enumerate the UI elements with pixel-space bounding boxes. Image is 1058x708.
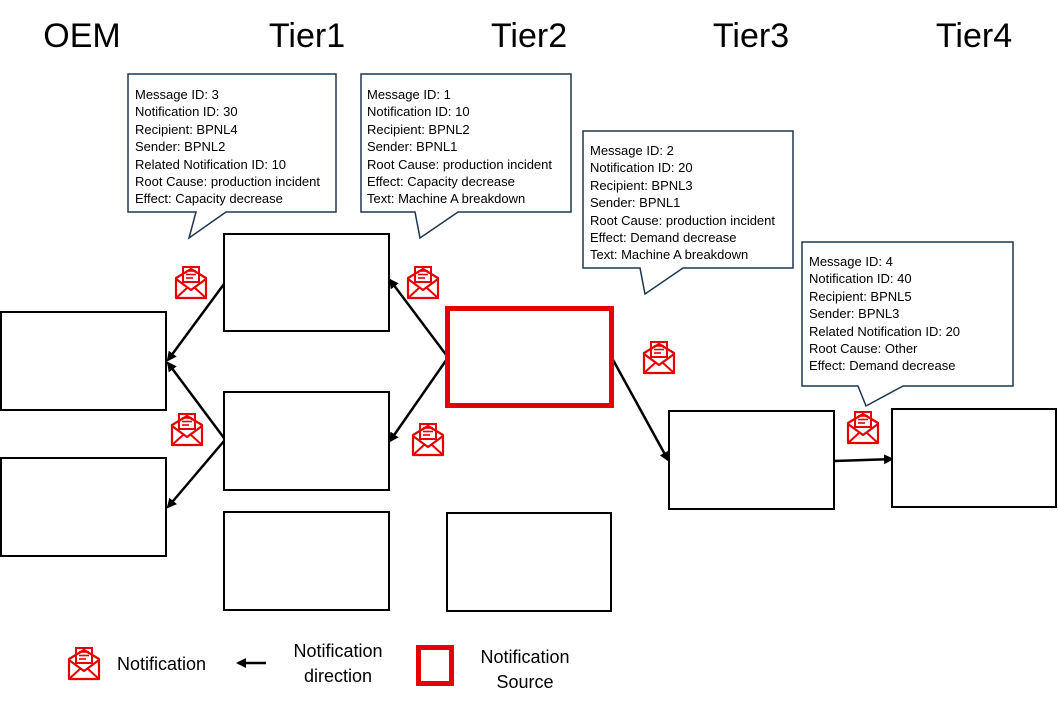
node-tier1-3 — [223, 511, 390, 611]
callout-line: Related Notification ID: 10 — [135, 156, 287, 172]
callout-line: Recipient: BPNL2 — [367, 121, 470, 137]
callout-message-2: Message ID: 2 Notification ID: 20 Recipi… — [590, 142, 775, 264]
callout-line: Recipient: BPNL5 — [809, 288, 912, 304]
callout-line: Effect: Capacity decrease — [367, 173, 515, 189]
legend-source-box — [416, 645, 454, 686]
callout-line: Root Cause: production incident — [135, 173, 321, 189]
callout-line: Effect: Capacity decrease — [135, 191, 283, 207]
callout-line: Root Cause: Other — [809, 340, 918, 356]
callout-line: Effect: Demand decrease — [809, 358, 956, 374]
tier-header-tier1: Tier1 — [268, 17, 346, 55]
node-tier2-2 — [446, 512, 612, 612]
legend-direction-label: Notification direction — [284, 639, 392, 689]
node-oem-2 — [0, 457, 167, 557]
notification-icon-oem-top — [174, 265, 208, 300]
arrow-tier3-to-tier4 — [834, 454, 894, 465]
arrow-tier2-to-tier1b — [388, 358, 449, 443]
notification-icon-tier1-bottom — [411, 422, 445, 457]
callout-line: Text: Machine A breakdown — [590, 247, 749, 263]
callout-line: Root Cause: production incident — [590, 212, 776, 228]
arrow-tier2-to-tier3 — [610, 357, 670, 462]
notification-icon-oem-bottom — [170, 412, 204, 447]
node-tier3-1 — [668, 410, 835, 510]
callout-line: Sender: BPNL1 — [590, 195, 681, 211]
callout-line: Notification ID: 40 — [809, 271, 912, 287]
notification-icon-tier4 — [846, 410, 880, 445]
callout-line: Notification ID: 20 — [590, 160, 693, 176]
node-tier2-source — [445, 306, 614, 408]
legend-direction-line2: direction — [303, 666, 373, 686]
tier-header-oem: OEM — [43, 17, 121, 55]
legend-source-label: Notification Source — [470, 645, 580, 695]
callout-line: Sender: BPNL2 — [135, 139, 226, 155]
tier-header-tier4: Tier4 — [935, 17, 1013, 55]
callout-line: Effect: Demand decrease — [590, 229, 737, 245]
callout-line: Message ID: 1 — [367, 87, 451, 102]
callout-line: Recipient: BPNL4 — [135, 121, 238, 137]
callout-line: Related Notification ID: 20 — [809, 323, 961, 339]
callout-message-4: Message ID: 4 Notification ID: 40 Recipi… — [809, 253, 960, 375]
node-tier1-1 — [223, 233, 390, 332]
callout-line: Message ID: 4 — [809, 254, 893, 269]
notification-icon-tier1-top — [406, 265, 440, 300]
node-oem-1 — [0, 311, 167, 411]
tier-header-tier3: Tier3 — [712, 17, 790, 55]
node-tier1-2 — [223, 391, 390, 491]
legend-source-line2: Source — [496, 672, 554, 692]
legend-notification-icon — [67, 646, 101, 681]
callout-line: Root Cause: production incident — [367, 156, 553, 172]
notification-icon-tier3 — [642, 340, 676, 375]
callout-line: Message ID: 2 — [590, 143, 674, 158]
callout-bubble-message-1 — [360, 73, 572, 240]
callout-bubble-message-2 — [582, 130, 794, 296]
callout-line: Recipient: BPNL3 — [590, 177, 693, 193]
arrow-tier2-to-tier1a — [388, 278, 448, 357]
arrow-tier1a-to-oem1 — [166, 283, 226, 362]
legend-direction-line1: Notification — [293, 641, 383, 661]
callout-line: Sender: BPNL3 — [809, 306, 900, 322]
callout-message-1: Message ID: 1 Notification ID: 10 Recipi… — [367, 86, 552, 208]
callout-message-3: Message ID: 3 Notification ID: 30 Recipi… — [135, 86, 320, 208]
callout-line: Sender: BPNL1 — [367, 139, 458, 155]
legend-notification-label: Notification — [117, 654, 207, 674]
callout-line: Notification ID: 30 — [135, 104, 238, 120]
node-tier4-1 — [891, 408, 1057, 508]
tier-header-tier2: Tier2 — [490, 17, 568, 55]
arrow-tier1b-to-oem2 — [166, 440, 225, 509]
legend-source-line1: Notification — [480, 647, 570, 667]
callout-line: Message ID: 3 — [135, 87, 219, 102]
callout-bubble-message-4 — [801, 241, 1014, 408]
callout-line: Notification ID: 10 — [367, 104, 470, 120]
callout-bubble-message-3 — [127, 73, 337, 240]
arrow-tier1b-to-oem1 — [166, 361, 226, 439]
callout-line: Text: Machine A breakdown — [367, 191, 526, 207]
